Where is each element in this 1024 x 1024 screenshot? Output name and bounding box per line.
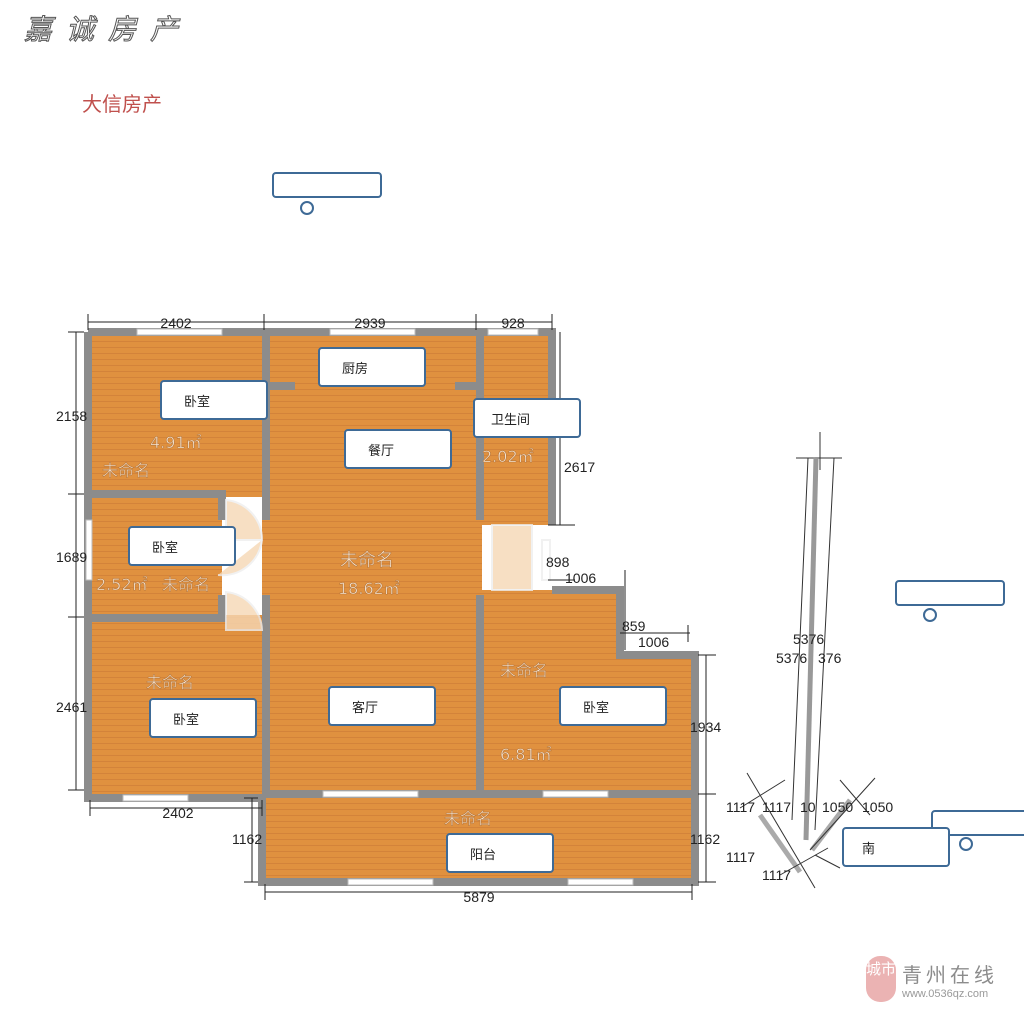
dim-balcony-left: 1162 [232,831,262,847]
dining-label[interactable]: 餐厅 [344,429,452,469]
compass-dim-r1: 1050 [822,799,853,815]
dim-notch-w2: 1006 [638,634,669,650]
compass-dim-l1: 1117 [726,799,755,815]
main-room-name: 未命名 [340,550,394,571]
living-label[interactable]: 客厅 [328,686,436,726]
bathroom-label[interactable]: 卫生间 [473,398,581,438]
compass-south-label[interactable]: 南 [842,827,950,867]
dim-top-3: 928 [501,315,525,331]
agency-name: 大信房产 [82,92,162,116]
dim-right-bath: 2617 [564,459,595,475]
bedroom2-area: 2.52㎡ [96,575,148,594]
dim-left-3: 2461 [56,699,87,715]
dimension-labels: 2402 2939 928 2158 1689 2461 2402 1162 1… [56,315,721,905]
pin-icon [923,608,937,622]
dimension-lines [68,314,716,900]
dim-right-bed: 1934 [690,719,721,735]
compass-dim-long-a: 5376 [793,631,824,647]
watermark: 城市 青州在线 www.0536qz.com [866,956,998,1002]
compass-dim-long-b: 5376 [776,650,807,666]
compass-dim-r2: 1050 [862,799,893,815]
compass-dim-l3: 1117 [726,849,755,865]
top-logo: 嘉诚房产 [23,13,193,47]
watermark-url: www.0536qz.com [902,987,989,1000]
balcony-name: 未命名 [444,809,492,828]
dim-notch-h: 859 [622,618,646,634]
bedroom1-label[interactable]: 卧室 [160,380,268,420]
empty-label-box[interactable] [895,580,1005,606]
balcony-label[interactable]: 阳台 [446,833,554,873]
watermark-seal: 城市 [866,956,896,1002]
pin-icon [300,201,314,215]
windows [85,328,634,886]
compass-lines [739,432,876,889]
bedroom2-name: 未命名 [162,575,210,594]
compass-dim-l2: 1117 [762,799,791,815]
dim-top-2: 2939 [354,315,385,331]
dim-bottom: 5879 [463,889,494,905]
room-texts: 未命名 4.91㎡ 未命名 2.52㎡ 未命名 未命名 18.62㎡ 2.02㎡… [96,433,552,829]
main-room-area: 18.62㎡ [338,579,400,598]
compass-dim-l4: 1117 [762,867,791,883]
bedroom1-name: 未命名 [102,461,150,480]
compass-labels: 5376 5376 376 1117 1117 1117 1117 10 105… [726,631,893,883]
compass-dim-long-c: 376 [818,650,842,666]
dim-left-2: 1689 [56,549,87,565]
dim-right-door: 898 [546,554,570,570]
bedroom4-label[interactable]: 卧室 [559,686,667,726]
dim-notch-w1: 1006 [565,570,596,586]
kitchen-label[interactable]: 厨房 [318,347,426,387]
bedroom3-name: 未命名 [146,673,194,692]
pin-icon [959,837,973,851]
bathroom-area: 2.02㎡ [482,447,534,466]
dim-top-1: 2402 [160,315,191,331]
bedroom2-label[interactable]: 卧室 [128,526,236,566]
dim-balcony-right: 1162 [690,831,720,847]
bedroom4-area: 6.81㎡ [500,745,552,764]
bedroom4-name: 未命名 [500,661,548,680]
bedroom3-label[interactable]: 卧室 [149,698,257,738]
compass-dim-r3: 10 [800,799,816,815]
dim-bottom-left: 2402 [162,805,193,821]
watermark-name: 青州在线 [902,962,998,987]
bedroom1-area: 4.91㎡ [150,433,202,452]
dim-left-1: 2158 [56,408,87,424]
empty-label-box[interactable] [272,172,382,198]
